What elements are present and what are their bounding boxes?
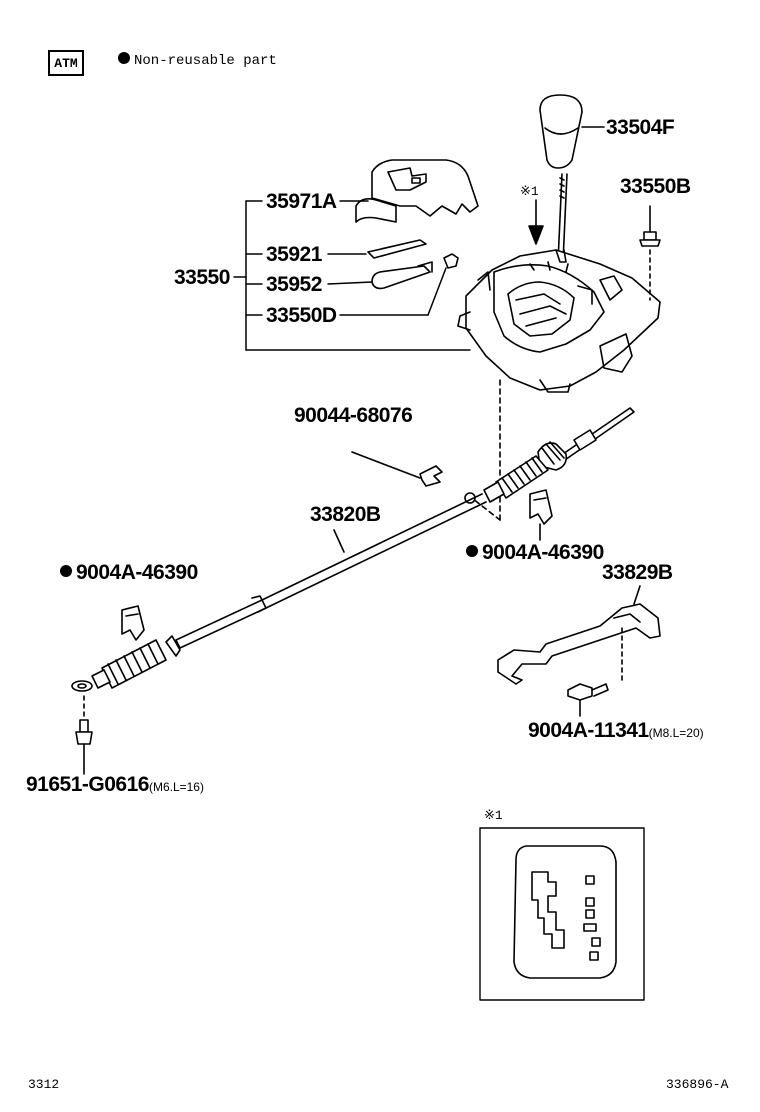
footer-left-code: 3312 [28,1077,60,1092]
bolt-bottom-spec: (M6.L=16) [148,780,204,794]
callout-mark-top: ※1 [520,184,539,199]
retainer-left-drawing [121,605,145,641]
shift-knob-drawing [539,94,605,169]
part-label-retainer-right: 9004A-46390 [466,542,604,563]
bolt-bottom-number: 91651-G0616 [26,773,149,796]
control-cable-drawing [71,407,635,692]
shift-lever-assembly [457,249,661,393]
cable-dashed-line [467,494,501,521]
part-label-bolt-bracket: 9004A-11341(M8.L=20) [528,720,704,741]
retainer-right-drawing [529,489,553,541]
bolt-bottom-drawing [75,695,93,775]
filled-dot-icon [118,52,130,65]
bolt-bracket-spec: (M8.L=20) [648,726,704,740]
part-label-indicator: 35921 [266,243,322,266]
part-label-lever-sub: 33550D [266,304,337,327]
bezel-drawing [355,159,479,223]
bracket-drawing [497,585,661,685]
non-reusable-dot-icon [60,565,72,578]
retainer-right-number: 9004A-46390 [482,541,604,564]
part-label-knob: 33504F [606,116,675,139]
shift-gate-detail [479,827,645,1001]
small-part-33550D [443,253,459,269]
part-label-assembly: 33550 [174,266,230,289]
non-reusable-dot-icon [466,545,478,558]
arrow-callout [528,199,544,245]
legend-note: Non-reusable part [134,53,277,69]
legend-non-reusable: Non-reusable part [118,52,277,69]
clip-drawing [351,451,443,487]
part-label-bezel: 35971A [266,190,337,213]
bolt-top-drawing [639,205,661,301]
atm-label: ATM [54,55,78,71]
cover-drawing [371,261,433,290]
indicator-drawing [367,239,427,259]
bolt-bracket-drawing [567,683,609,717]
part-label-clip: 90044-68076 [294,404,413,427]
atm-label-box: ATM [48,50,84,76]
part-label-cover: 35952 [266,273,322,296]
callout-mark-detail: ※1 [484,808,503,823]
shift-lever-rod [557,173,568,263]
retainer-left-number: 9004A-46390 [76,561,198,584]
part-label-bracket: 33829B [602,561,673,584]
bolt-bracket-number: 9004A-11341 [528,719,649,742]
assembly-group-bracket [233,200,471,351]
footer-right-code: 336896-A [666,1077,729,1092]
part-label-bolt-top: 33550B [620,175,691,198]
part-label-cable: 33820B [310,503,381,526]
part-label-bolt-bottom: 91651-G0616(M6.L=16) [26,774,204,795]
part-label-retainer-left: 9004A-46390 [60,562,198,583]
